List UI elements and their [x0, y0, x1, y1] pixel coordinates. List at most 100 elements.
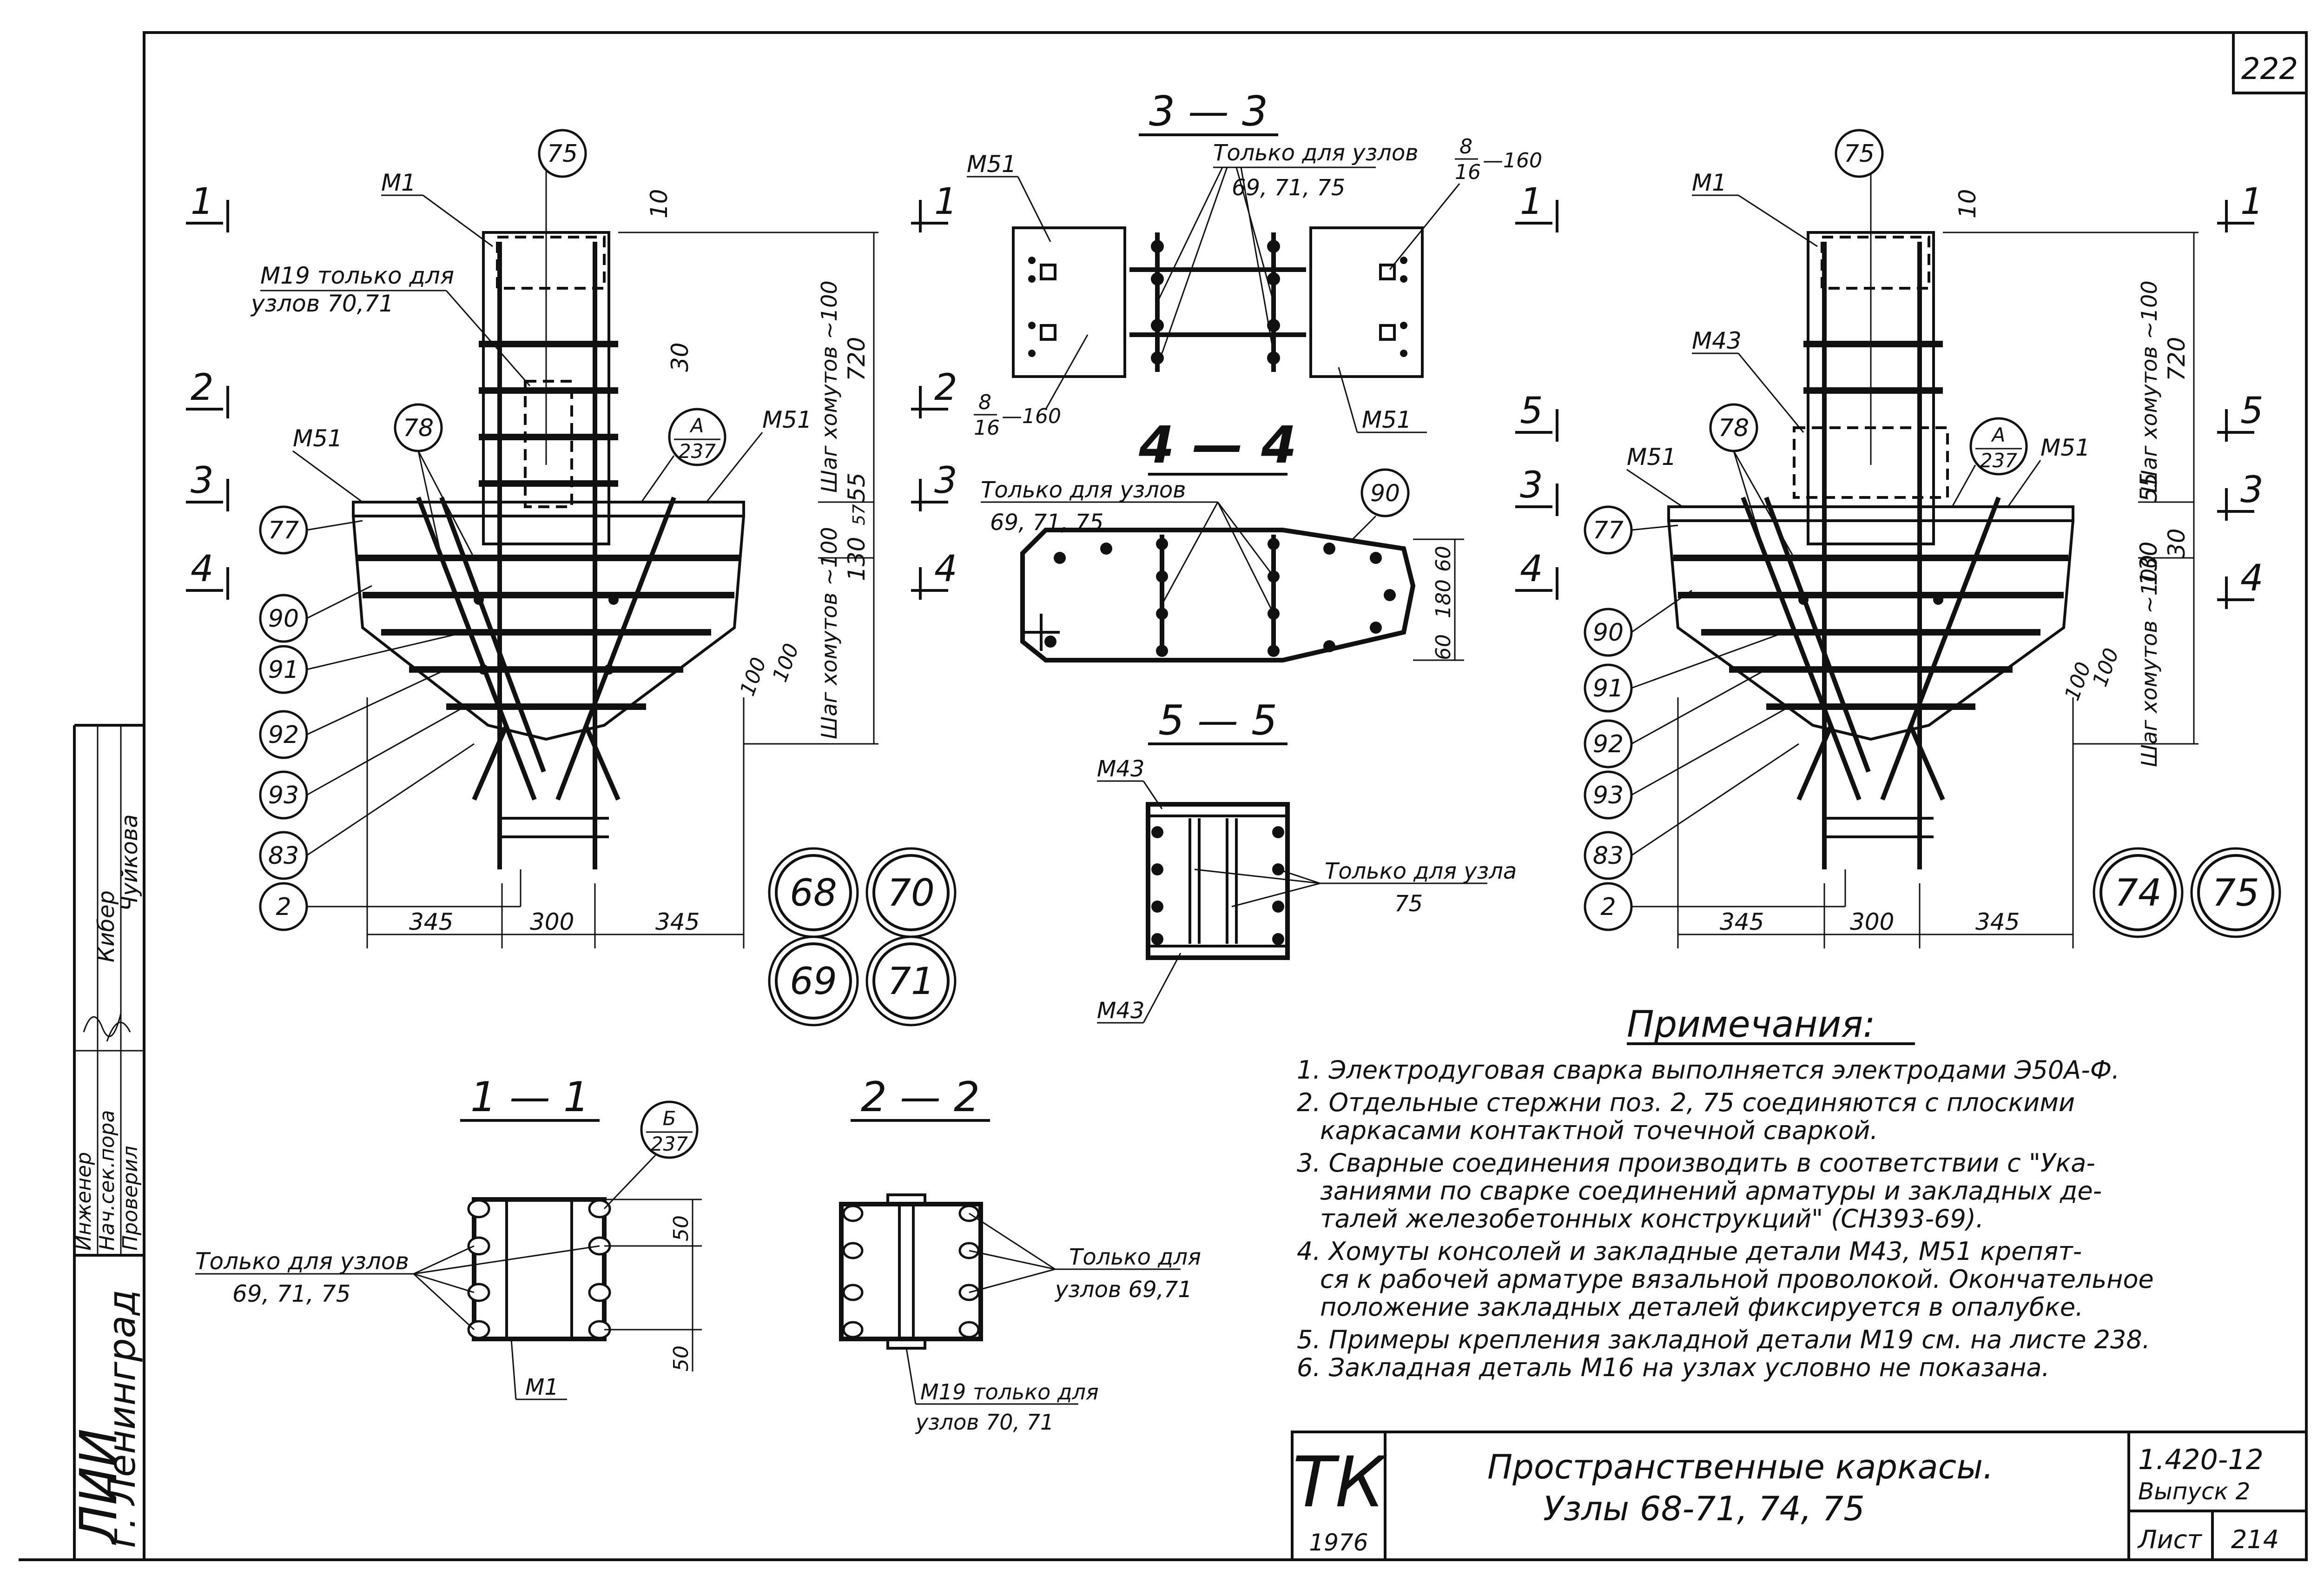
node-number: 74: [2114, 871, 2162, 914]
section-2-2: 2 — 2 Только для узлов 69,71 M19 только …: [839, 1073, 1201, 1435]
right-section-markers: 1 5 3 4 1 5 3 4: [1515, 181, 2264, 609]
section-title: 5 — 5: [1158, 696, 1277, 744]
left-elevation: [352, 167, 745, 869]
ref-label: узлов 70,71: [250, 290, 394, 317]
stamp-role-1: Нач.сек.пора: [95, 1110, 119, 1251]
dim-value: 130: [843, 537, 870, 581]
stamp-name-2: Чуйкова: [117, 814, 143, 911]
ref-label: M51: [1362, 406, 1412, 433]
issue: Выпуск 2: [2138, 1478, 2250, 1505]
left-node-marks: 68 70 69 71: [768, 847, 957, 1027]
note-line: 5. Примеры крепления закладной детали M1…: [1297, 1325, 2150, 1354]
year: 1976: [1309, 1529, 1368, 1556]
dim-value: 720: [2163, 337, 2190, 381]
dim-value: 345: [1975, 908, 2020, 935]
note: 69, 71, 75: [1232, 175, 1345, 201]
city-label: г. Ленинград: [100, 1290, 144, 1548]
note-line: каркасами контактной точечной сваркой.: [1320, 1116, 1878, 1145]
ref-label: M43: [1692, 327, 1742, 354]
right-dimensions: 345 300 345 10 720 55 30 130 Шаг хомутов…: [1677, 189, 2199, 948]
pos-bubble: 93: [268, 782, 299, 809]
ref-label: M19 только для: [260, 262, 454, 289]
note-line: талей железобетонных конструкций" (СН393…: [1320, 1204, 1984, 1233]
pos-bubble: 91: [1593, 675, 1624, 702]
pos-bubble: 92: [1593, 730, 1624, 758]
stamp-role-3: Проверил: [119, 1146, 142, 1251]
dim-value: 10: [646, 189, 673, 219]
sheet-number: 214: [2231, 1525, 2279, 1554]
stamp-name-1: Кибер: [93, 890, 119, 962]
note-line: 2. Отдельные стержни поз. 2, 75 соединяю…: [1297, 1088, 2075, 1117]
series: 1.420-12: [2138, 1444, 2264, 1476]
pos-bubble: 90: [1593, 619, 1624, 647]
dim-text: Шаг хомутов ~100: [2137, 555, 2162, 767]
spacing-num: 8: [978, 391, 991, 414]
section-mark: 4: [2240, 557, 2264, 599]
callout-num: A: [1991, 424, 2006, 446]
callout-den: 237: [651, 1133, 688, 1155]
section-mark: 4: [191, 548, 214, 590]
pos-bubble: 75: [1844, 140, 1875, 168]
note: Только для узлов: [195, 1248, 409, 1275]
section-mark: 2: [934, 367, 957, 409]
dim-value: 100: [2088, 645, 2124, 689]
section-mark: 3: [191, 460, 214, 502]
ref-label: M43: [1097, 756, 1145, 782]
dim-value: 100: [768, 640, 804, 685]
dim-value: 720: [843, 337, 870, 381]
note-line: 4. Хомуты консолей и закладные детали M4…: [1297, 1237, 2082, 1266]
notes-block: Примечания: 1. Электродуговая сварка вып…: [1297, 1004, 2154, 1382]
node-number: 71: [887, 960, 935, 1003]
pos-bubble: 77: [1593, 517, 1624, 544]
section-4-4: 4 — 4 Только для узлов 69, 71, 75 90 60 …: [981, 415, 1464, 662]
section-3-3: 3 — 3 M51 M51 Только для узлов 69, 71, 7…: [967, 87, 1542, 440]
dim-value: 345: [1720, 908, 1764, 935]
dim-value: 345: [409, 908, 453, 935]
note: узлов 70, 71: [915, 1410, 1054, 1435]
left-position-bubbles: 75 78 77 90 91 92 93 83 2: [259, 129, 587, 931]
drawing-title: Пространственные каркасы.: [1487, 1447, 1994, 1486]
dim-value: 57: [850, 504, 869, 525]
callout-num: Б: [663, 1107, 676, 1130]
section-mark: 3: [934, 460, 957, 502]
signature-scribble: [83, 1013, 131, 1042]
section-mark: 1: [191, 181, 214, 223]
drawing-subtitle: Узлы 68-71, 74, 75: [1543, 1489, 1865, 1528]
note-line: заниями по сварке соединений арматуры и …: [1320, 1176, 2102, 1206]
dim-value: 55: [843, 472, 870, 502]
note: 75: [1394, 891, 1423, 917]
section-mark: 1: [934, 181, 957, 223]
dim-value: 180: [1432, 579, 1455, 618]
section-mark: 5: [1520, 390, 1543, 432]
callout-den: 237: [1980, 449, 2017, 472]
note: Только для узлов: [1213, 140, 1419, 166]
node-number: 68: [790, 871, 837, 914]
pos-bubble: 77: [268, 517, 299, 544]
dim-value: 30: [667, 342, 693, 372]
dim-value: 55: [2135, 472, 2162, 502]
right-node-marks: 74 75: [2093, 847, 2281, 938]
ref-label: M51: [293, 425, 343, 452]
dim-text: Шаг хомутов ~100: [817, 281, 842, 493]
dim-value: 300: [1850, 908, 1894, 935]
section-mark: 1: [1520, 181, 1543, 223]
section-mark: 3: [2240, 469, 2264, 511]
note: узлов 69,71: [1054, 1277, 1192, 1303]
section-title: 2 — 2: [861, 1073, 980, 1121]
dim-value: 345: [655, 908, 700, 935]
notes-title: Примечания:: [1627, 1004, 1875, 1046]
ref-label: M51: [762, 406, 812, 433]
signature-stamp: Нач.сек.пора Инженер Проверил Кибер Чуйк…: [69, 724, 144, 1560]
dim-text: Шаг хомутов ~100: [817, 527, 842, 739]
section-mark: 1: [2240, 181, 2264, 223]
left-ref-labels: M1 M19 только для узлов 70,71 M51 M51 A …: [250, 169, 812, 503]
dim-value: 50: [669, 1345, 693, 1371]
ref-label: M51: [1627, 444, 1677, 470]
spacing-rest: —160: [1002, 404, 1061, 428]
pos-bubble: 78: [403, 414, 434, 442]
spacing-num: 8: [1459, 135, 1472, 159]
spacing-den: 16: [1455, 160, 1481, 184]
note: Только для узлов: [981, 477, 1186, 503]
title-block: ТК 1976 Пространственные каркасы. Узлы 6…: [1291, 1431, 2308, 1561]
